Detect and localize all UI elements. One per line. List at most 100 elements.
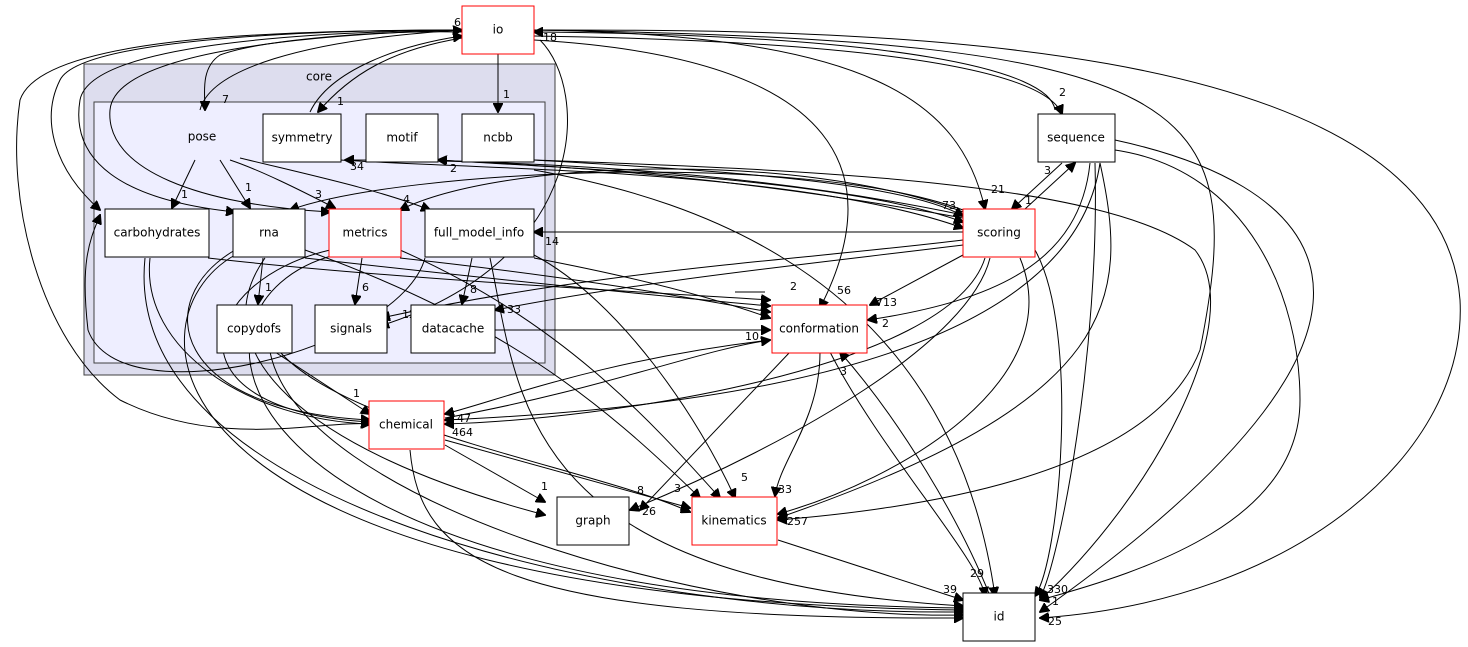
edge-metrics-signals: [355, 257, 363, 304]
edge-io-symmetry: [318, 37, 463, 112]
edge-label: 3: [840, 365, 847, 378]
edge-fullmodel-kinematics: [533, 254, 735, 498]
edge-label: 73: [942, 199, 956, 212]
node-rna[interactable]: rna: [232, 208, 306, 258]
edge-ncbb-id: [533, 159, 1211, 600]
node-rna-label: rna: [259, 226, 279, 240]
edge-io-conformation: [533, 39, 849, 308]
cluster-core-label: core: [306, 70, 332, 84]
node-id-label: id: [994, 610, 1005, 624]
cluster-pose-label: pose: [188, 130, 217, 144]
node-copydofs[interactable]: copydofs: [216, 304, 293, 354]
edge-label: 6: [454, 16, 461, 29]
edge-metrics-kinematics: [399, 249, 720, 498]
node-kinematics[interactable]: kinematics: [691, 496, 778, 546]
node-motif[interactable]: motif: [365, 113, 439, 163]
node-carbohydrates[interactable]: carbohydrates: [104, 208, 210, 258]
node-kinematics-label: kinematics: [701, 514, 766, 528]
edge-label: 26: [642, 505, 656, 518]
edge-carbohydrates-id: [143, 257, 963, 612]
edge-label: 330: [1047, 583, 1068, 596]
edge-label: 34: [350, 160, 364, 173]
edge-carbohydrates-chemical: [148, 257, 370, 424]
edge-sequence-scoring: [1012, 162, 1063, 209]
edge-metrics-id: [248, 254, 963, 608]
edge-scoring-sequence: [1024, 163, 1075, 210]
edge-label: 56: [837, 284, 851, 297]
edge-pose-io: [199, 30, 462, 111]
edge-io-sequence: [533, 35, 1062, 114]
edges-layer: [16, 29, 1461, 618]
edge-kinematics-id: [777, 539, 963, 600]
edge-label: 2: [1059, 86, 1066, 99]
node-metrics[interactable]: metrics: [328, 208, 402, 258]
node-io[interactable]: io: [461, 5, 535, 55]
node-full-model-info-label: full_model_info: [434, 226, 524, 240]
node-graph[interactable]: graph: [556, 496, 630, 546]
edge-rna-graph: [245, 257, 545, 515]
node-conformation[interactable]: conformation: [771, 304, 868, 354]
edge-label: 47: [457, 412, 471, 425]
edge-scoring-rna: [290, 171, 964, 210]
edge-io-scoring: [533, 29, 985, 209]
edge-label: 1: [353, 387, 360, 400]
edge-io-metrics: [109, 29, 463, 212]
edge-io-kinematics: [533, 29, 1215, 520]
edge-metrics-conformation: [399, 257, 770, 312]
edge-label: 1: [181, 188, 188, 201]
node-chemical-label: chemical: [379, 418, 433, 432]
edge-sequence-conformation: [868, 162, 1091, 320]
edge-scoring-conformation: [870, 254, 964, 305]
edge-label: 1: [541, 480, 548, 493]
node-id[interactable]: id: [962, 592, 1036, 642]
node-sequence-label: sequence: [1047, 131, 1105, 145]
edge-label: 3: [674, 482, 681, 495]
edge-rna-chemical: [187, 249, 370, 420]
edge-chemical-graph: [444, 444, 545, 502]
edge-scoring-id: [1035, 249, 1063, 596]
edge-rna-conformation: [304, 257, 770, 306]
edge-label: 25: [1048, 615, 1062, 628]
node-copydofs-label: copydofs: [227, 322, 281, 336]
edge-io-carbohydrates: [50, 29, 463, 210]
edge-carbohydrates-conformation: [207, 257, 770, 300]
edge-label: 1: [245, 181, 252, 194]
edge-sequence-io: [534, 32, 1056, 111]
edge-label: 1: [1052, 595, 1059, 608]
edge-conformation-kinematics: [775, 351, 821, 496]
edge-copydofs-id: [269, 351, 963, 615]
node-full-model-info[interactable]: full_model_info: [424, 208, 535, 258]
edge-label: 2: [882, 317, 889, 330]
edge-label: 4: [403, 193, 410, 206]
edge-sequence-kinematics: [778, 162, 1112, 518]
edge-label: 21: [991, 183, 1005, 196]
edge-id-conformation: [840, 352, 991, 597]
edge-conformation-id: [829, 351, 985, 596]
node-datacache[interactable]: datacache: [410, 304, 496, 354]
node-io-label: io: [493, 23, 504, 37]
node-sequence[interactable]: sequence: [1037, 113, 1116, 163]
edge-copydofs-kinematics: [279, 351, 690, 512]
edge-sequence-chemical: [445, 162, 1101, 420]
edge-conformation-chemical: [445, 339, 771, 414]
edge-label: 2: [450, 162, 457, 175]
edge-label: 10: [745, 330, 759, 343]
edge-pose-rna: [219, 159, 250, 208]
edge-label: 1: [265, 281, 272, 294]
node-signals[interactable]: signals: [314, 304, 388, 354]
edge-label: 7: [222, 93, 229, 106]
node-ncbb[interactable]: ncbb: [461, 113, 535, 163]
node-scoring-label: scoring: [977, 226, 1021, 240]
node-symmetry[interactable]: symmetry: [262, 113, 342, 163]
node-scoring[interactable]: scoring: [962, 208, 1036, 258]
edge-label: 1: [1025, 194, 1032, 207]
node-metrics-label: metrics: [343, 226, 388, 240]
edge-labels: 6 7 1 1 18 2 1 1 3 4 34 2 1 6 8 14 12 33…: [181, 16, 1068, 628]
node-graph-label: graph: [575, 514, 610, 528]
node-carbohydrates-label: carbohydrates: [114, 226, 201, 240]
edge-symmetry-scoring: [339, 159, 963, 228]
node-chemical[interactable]: chemical: [368, 400, 445, 450]
node-datacache-label: datacache: [422, 322, 485, 336]
node-symmetry-label: symmetry: [272, 131, 333, 145]
